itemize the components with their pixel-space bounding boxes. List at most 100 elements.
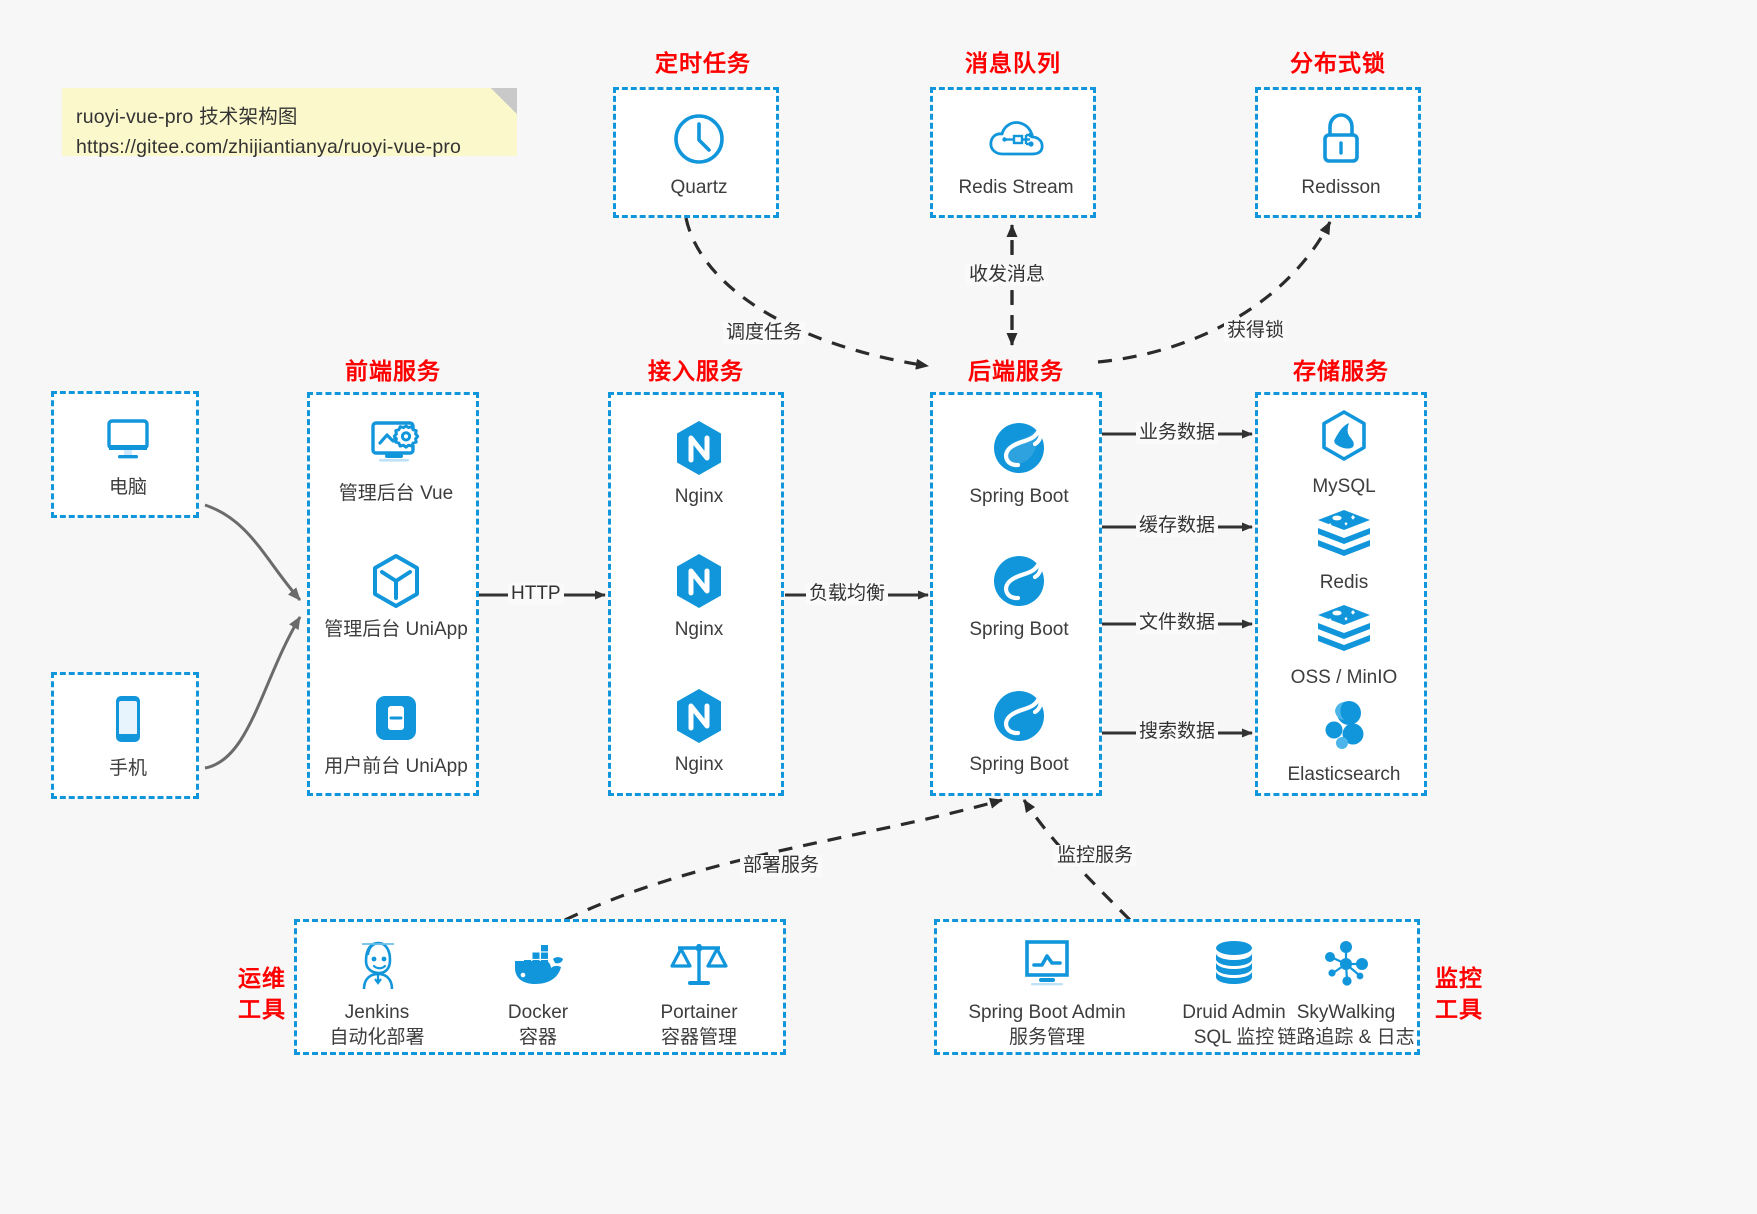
node-label: 手机 — [108, 758, 147, 779]
group-box-monitor[interactable]: Spring Boot Admin 服务管理 Druid Admin SQL 监… — [934, 919, 1420, 1055]
node-docker[interactable]: Docker 容器 — [463, 933, 613, 1050]
group-title-scheduler: 定时任务 — [655, 50, 751, 76]
node-label: Nginx — [674, 754, 724, 775]
note-fold-corner — [491, 88, 517, 114]
node-label: MySQL — [1312, 476, 1376, 497]
group-title-frontend: 前端服务 — [345, 358, 441, 384]
node-label: 管理后台 Vue — [338, 483, 454, 504]
group-title-gateway: 接入服务 — [648, 358, 744, 384]
group-box-scheduler[interactable]: Quartz — [613, 87, 779, 218]
nginx-icon — [624, 685, 774, 747]
node-desktop[interactable]: 电脑 — [53, 408, 203, 500]
edge-label-load-balance: 负载均衡 — [806, 583, 889, 605]
node-label: Nginx — [674, 619, 724, 640]
node-oss-minio[interactable]: OSS / MinIO — [1269, 598, 1419, 690]
node-sublabel: 服务管理 — [1008, 1027, 1085, 1048]
edge-label-file-data: 文件数据 — [1136, 612, 1219, 634]
devops-title-line-2: 工具 — [238, 996, 286, 1022]
scales-icon — [624, 933, 774, 995]
node-spring-boot-2[interactable]: Spring Boot — [944, 550, 1094, 642]
mysql-dolphin-icon — [1269, 407, 1419, 469]
group-box-backend[interactable]: Spring Boot Spring Boot Spring Boot — [930, 392, 1102, 796]
node-label: Redis — [1319, 572, 1369, 593]
group-title-backend: 后端服务 — [968, 358, 1064, 384]
edge-label-monitor-service: 监控服务 — [1054, 845, 1137, 867]
group-box-gateway[interactable]: Nginx Nginx Nginx — [608, 392, 784, 796]
spring-leaf-icon — [944, 685, 1094, 747]
redis-stack-icon — [1269, 598, 1419, 660]
group-box-frontend[interactable]: 管理后台 Vue 管理后台 UniApp 用户前台 — [307, 392, 479, 796]
node-druid-admin[interactable]: Druid Admin SQL 监控 — [1159, 933, 1309, 1050]
node-sublabel: SQL 监控 — [1193, 1027, 1275, 1048]
nginx-icon — [624, 550, 774, 612]
node-redisson[interactable]: Redisson — [1266, 108, 1416, 200]
node-label: Spring Boot — [969, 619, 1069, 640]
node-admin-uniapp[interactable]: 管理后台 UniApp — [321, 550, 471, 642]
node-label: Spring Boot — [969, 486, 1069, 507]
sticky-note: ruoyi-vue-pro 技术架构图 https://gitee.com/zh… — [62, 88, 517, 158]
node-jenkins[interactable]: Jenkins 自动化部署 — [302, 933, 452, 1050]
devops-title-line-1: 运维 — [238, 965, 286, 991]
group-title-monitor: 监控 工具 — [1429, 963, 1489, 1025]
node-label: Elasticsearch — [1287, 764, 1401, 785]
group-box-storage[interactable]: MySQL Redis — [1255, 392, 1427, 796]
jenkins-butler-icon — [302, 933, 452, 995]
dashboard-gear-icon — [321, 414, 471, 476]
docker-whale-icon — [463, 933, 613, 995]
monitor-title-line-2: 工具 — [1435, 996, 1483, 1022]
node-label: 管理后台 UniApp — [324, 619, 468, 640]
node-sublabel: 容器 — [518, 1027, 557, 1048]
node-spring-boot-admin[interactable]: Spring Boot Admin 服务管理 — [954, 933, 1140, 1050]
node-redis-stream[interactable]: Redis Stream — [941, 108, 1091, 200]
edge-label-http: HTTP — [508, 583, 564, 605]
group-box-lock[interactable]: Redisson — [1255, 87, 1421, 218]
padlock-icon — [1266, 108, 1416, 170]
node-label: 电脑 — [108, 477, 147, 498]
redis-stack-icon — [1269, 503, 1419, 565]
edge-label-business-data: 业务数据 — [1136, 422, 1219, 444]
group-box-devops[interactable]: Jenkins 自动化部署 — [294, 919, 786, 1055]
desktop-icon — [53, 408, 203, 470]
database-icon — [1159, 933, 1309, 995]
node-label: Quartz — [670, 177, 728, 198]
node-skywalking[interactable]: SkyWalking 链路追踪 & 日志 — [1253, 933, 1439, 1050]
note-line-2: https://gitee.com/zhijiantianya/ruoyi-vu… — [76, 136, 462, 158]
node-mysql[interactable]: MySQL — [1269, 407, 1419, 499]
nginx-icon — [624, 417, 774, 479]
edge-label-send-receive-message: 收发消息 — [966, 264, 1049, 286]
node-nginx-2[interactable]: Nginx — [624, 550, 774, 642]
cube-icon — [321, 550, 471, 612]
node-quartz[interactable]: Quartz — [624, 108, 774, 200]
monitor-chart-icon — [954, 933, 1140, 995]
edge-label-acquire-lock: 获得锁 — [1224, 320, 1288, 342]
group-title-mq: 消息队列 — [965, 50, 1061, 76]
group-box-client-mobile[interactable]: 手机 — [51, 672, 199, 799]
node-redis[interactable]: Redis — [1269, 503, 1419, 595]
node-mobile[interactable]: 手机 — [53, 689, 203, 781]
spring-leaf-icon — [944, 550, 1094, 612]
node-nginx-3[interactable]: Nginx — [624, 685, 774, 777]
node-admin-vue[interactable]: 管理后台 Vue — [321, 414, 471, 506]
group-title-lock: 分布式锁 — [1290, 50, 1386, 76]
group-title-devops: 运维 工具 — [232, 963, 292, 1025]
node-label: Redis Stream — [958, 177, 1074, 198]
node-elasticsearch[interactable]: Elasticsearch — [1269, 695, 1419, 787]
node-label: Jenkins — [344, 1002, 410, 1023]
node-label: Docker — [507, 1002, 569, 1023]
node-portainer[interactable]: Portainer 容器管理 — [624, 933, 774, 1050]
group-box-mq[interactable]: Redis Stream — [930, 87, 1096, 218]
node-spring-boot-3[interactable]: Spring Boot — [944, 685, 1094, 777]
group-box-client-desktop[interactable]: 电脑 — [51, 391, 199, 518]
monitor-title-line-1: 监控 — [1435, 965, 1483, 991]
app-window-icon — [321, 687, 471, 749]
node-label: Druid Admin — [1182, 1002, 1286, 1023]
node-label: Portainer — [660, 1002, 738, 1023]
node-label: Spring Boot — [969, 754, 1069, 775]
node-spring-boot-1[interactable]: Spring Boot — [944, 417, 1094, 509]
node-label: SkyWalking — [1296, 1002, 1396, 1023]
node-user-uniapp[interactable]: 用户前台 UniApp — [321, 687, 471, 779]
node-sublabel: 容器管理 — [660, 1027, 737, 1048]
node-nginx-1[interactable]: Nginx — [624, 417, 774, 509]
node-sublabel: 链路追踪 & 日志 — [1277, 1027, 1415, 1048]
